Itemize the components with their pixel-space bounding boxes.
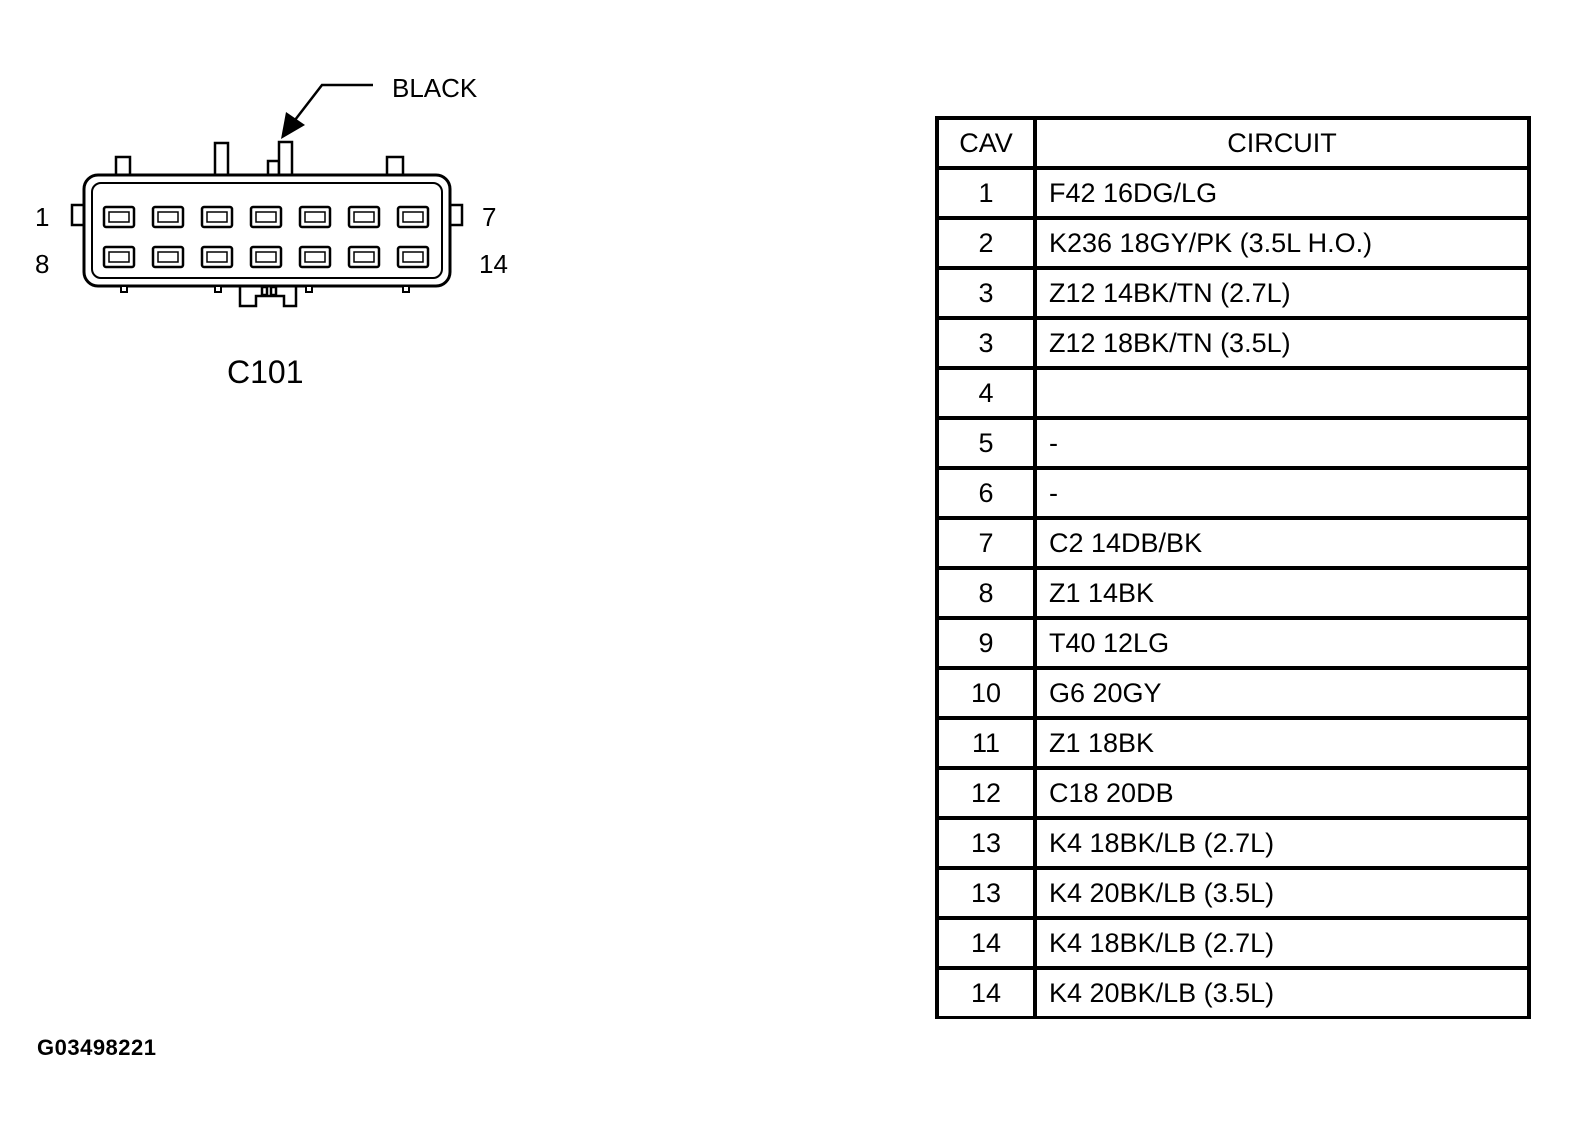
- cavity-5: [298, 205, 332, 229]
- circuit-cell: [1035, 368, 1529, 420]
- table-row: 5-: [937, 418, 1529, 470]
- circuit-cell: C2 14DB/BK: [1035, 518, 1529, 570]
- pin-label-8: 8: [35, 249, 49, 279]
- cavity-row-top: [102, 205, 430, 229]
- circuit-cell: Z1 14BK: [1035, 568, 1529, 620]
- cavity-13: [347, 245, 381, 269]
- circuit-cell: -: [1035, 468, 1529, 520]
- table-header-row: CAV CIRCUIT: [937, 118, 1529, 170]
- callout-label: BLACK: [392, 73, 478, 103]
- cav-cell: 5: [937, 418, 1037, 470]
- connector-c101-diagram: BLACK: [35, 73, 508, 390]
- connector-top-tabs: [114, 140, 405, 177]
- circuit-cell: K236 18GY/PK (3.5L H.O.): [1035, 218, 1529, 270]
- circuit-cell: C18 20DB: [1035, 768, 1529, 820]
- connector-label: C101: [227, 354, 304, 390]
- cavity-11: [249, 245, 283, 269]
- cav-cell: 6: [937, 468, 1037, 520]
- circuit-cell: Z1 18BK: [1035, 718, 1529, 770]
- circuit-cell: G6 20GY: [1035, 668, 1529, 720]
- cavity-row-bottom-inner: [108, 251, 424, 263]
- cav-cell: 10: [937, 668, 1037, 720]
- cav-cell: 2: [937, 218, 1037, 270]
- cav-cell: 12: [937, 768, 1037, 820]
- circuit-cell: K4 18BK/LB (2.7L): [1035, 918, 1529, 970]
- cavity-4: [249, 205, 283, 229]
- cavity-8: [102, 245, 136, 269]
- pin-label-7: 7: [482, 202, 496, 232]
- connector-bottom-latch: [238, 285, 298, 308]
- cavity-9: [151, 245, 185, 269]
- circuit-cell: T40 12LG: [1035, 618, 1529, 670]
- cavity-3: [200, 205, 234, 229]
- circuit-cell: Z12 18BK/TN (3.5L): [1035, 318, 1529, 370]
- cav-cell: 13: [937, 868, 1037, 920]
- figure-id: G03498221: [37, 1035, 157, 1060]
- cav-cell: 4: [937, 368, 1037, 420]
- cav-cell: 3: [937, 268, 1037, 320]
- connector-bottom-tabs: [120, 285, 410, 293]
- cav-cell: 13: [937, 818, 1037, 870]
- cavity-1: [102, 205, 136, 229]
- connector-body-inner: [91, 182, 443, 279]
- cavity-6: [347, 205, 381, 229]
- circuit-cell: F42 16DG/LG: [1035, 168, 1529, 220]
- circuit-cell: -: [1035, 418, 1529, 470]
- table-row: 4: [937, 368, 1529, 420]
- cav-cell: 8: [937, 568, 1037, 620]
- cavity-12: [298, 245, 332, 269]
- pin-label-14: 14: [479, 249, 508, 279]
- pin-label-1: 1: [35, 202, 49, 232]
- cav-cell: 11: [937, 718, 1037, 770]
- cav-cell: 14: [937, 968, 1037, 1018]
- cav-cell: 9: [937, 618, 1037, 670]
- cavity-row-top-inner: [108, 211, 424, 223]
- connector-body-outer: [82, 173, 452, 288]
- cavity-14: [396, 245, 430, 269]
- circuit-cell: K4 20BK/LB (3.5L): [1049, 978, 1275, 1008]
- cav-cell: 3: [937, 318, 1037, 370]
- cavity-10: [200, 245, 234, 269]
- circuit-cell: K4 20BK/LB (3.5L): [1035, 868, 1529, 920]
- table-row: 6-: [937, 468, 1529, 520]
- cav-cell: 1: [937, 168, 1037, 220]
- cavity-7: [396, 205, 430, 229]
- circuit-cell: K4 18BK/LB (2.7L): [1035, 818, 1529, 870]
- header-cav: CAV: [937, 118, 1037, 170]
- cavity-2: [151, 205, 185, 229]
- black-callout-leader: [294, 83, 373, 121]
- header-circuit: CIRCUIT: [1035, 118, 1529, 170]
- cav-cell: 7: [937, 518, 1037, 570]
- cav-cell: 14: [937, 918, 1037, 970]
- circuit-cell: Z12 14BK/TN (2.7L): [1035, 268, 1529, 320]
- callout-arrowhead: [281, 112, 305, 139]
- cavity-row-bottom: [102, 245, 430, 269]
- table-row: 14 K4 20BK/LB (3.5L): [937, 968, 1529, 1018]
